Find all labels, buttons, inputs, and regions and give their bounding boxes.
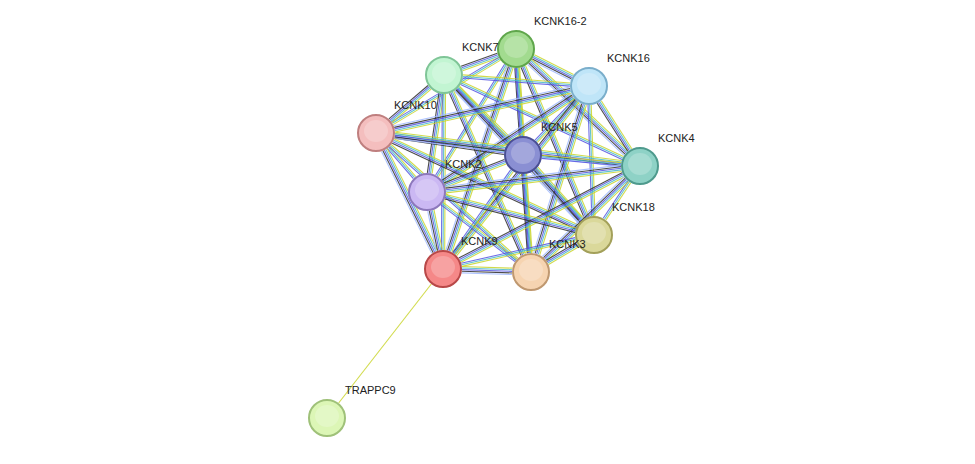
interaction-edge bbox=[542, 155, 621, 166]
node-highlight bbox=[577, 73, 601, 95]
node-highlight bbox=[315, 405, 339, 427]
protein-node: KCNK2 bbox=[408, 173, 446, 211]
node-label: KCNK2 bbox=[445, 158, 482, 170]
evidence-line bbox=[600, 102, 631, 150]
node-highlight bbox=[364, 120, 388, 142]
node-highlight bbox=[519, 259, 543, 281]
evidence-line bbox=[545, 179, 627, 259]
node-label: TRAPPC9 bbox=[345, 384, 396, 396]
evidence-line bbox=[462, 273, 512, 275]
evidence-line bbox=[389, 147, 516, 261]
protein-node: TRAPPC9 bbox=[308, 399, 346, 437]
evidence-line bbox=[605, 182, 630, 219]
node-label: KCNK3 bbox=[549, 238, 586, 250]
evidence-line bbox=[542, 158, 621, 165]
interaction-edge bbox=[428, 210, 443, 251]
evidence-line bbox=[442, 95, 572, 180]
evidence-line bbox=[390, 146, 517, 260]
node-highlight bbox=[431, 256, 455, 278]
evidence-line bbox=[601, 101, 632, 149]
evidence-line bbox=[445, 198, 575, 232]
evidence-line bbox=[446, 171, 621, 192]
protein-node: KCNK4 bbox=[621, 147, 659, 185]
interaction-edge bbox=[462, 266, 512, 274]
evidence-line bbox=[542, 177, 624, 257]
evidence-line bbox=[546, 180, 628, 260]
protein-node: KCNK10 bbox=[357, 114, 395, 152]
evidence-line bbox=[445, 199, 575, 233]
protein-node: KCNK5 bbox=[504, 136, 542, 174]
node-label: KCNK18 bbox=[612, 201, 655, 213]
evidence-line bbox=[461, 53, 497, 66]
evidence-line bbox=[599, 102, 630, 150]
node-label: KCNK7 bbox=[462, 41, 499, 53]
evidence-line bbox=[443, 202, 517, 259]
node-label: KCNK16 bbox=[607, 52, 650, 64]
evidence-line bbox=[542, 155, 621, 162]
node-highlight bbox=[432, 62, 456, 84]
evidence-line bbox=[532, 59, 571, 79]
node-highlight bbox=[415, 179, 439, 201]
evidence-line bbox=[463, 78, 570, 86]
protein-node: KCNK9 bbox=[424, 250, 462, 288]
protein-node: KCNK7 bbox=[425, 56, 463, 94]
protein-node: KCNK16-2 bbox=[497, 30, 535, 68]
interaction-edge bbox=[597, 101, 632, 152]
node-highlight bbox=[628, 153, 652, 175]
evidence-line bbox=[446, 194, 576, 228]
protein-node: KCNK16 bbox=[570, 67, 608, 105]
node-label: KCNK16-2 bbox=[534, 15, 587, 27]
protein-node: KCNK3 bbox=[512, 253, 550, 291]
interaction-edge bbox=[542, 177, 628, 261]
interaction-edge bbox=[445, 194, 576, 232]
node-label: KCNK9 bbox=[461, 235, 498, 247]
evidence-line bbox=[597, 103, 628, 151]
evidence-line bbox=[542, 157, 621, 164]
evidence-line bbox=[428, 211, 436, 251]
interaction-edge bbox=[522, 174, 532, 253]
evidence-line bbox=[588, 105, 592, 216]
node-highlight bbox=[504, 36, 528, 58]
evidence-line bbox=[544, 178, 626, 258]
evidence-line bbox=[339, 284, 432, 403]
evidence-line bbox=[463, 76, 570, 84]
evidence-line bbox=[429, 211, 437, 251]
evidence-line bbox=[446, 196, 576, 230]
interaction-edge bbox=[339, 284, 432, 403]
node-label: KCNK10 bbox=[394, 99, 437, 111]
interaction-edge bbox=[463, 75, 570, 86]
node-label: KCNK5 bbox=[541, 121, 578, 133]
node-highlight bbox=[511, 142, 535, 164]
node-label: KCNK4 bbox=[658, 132, 695, 144]
evidence-line bbox=[443, 96, 573, 181]
evidence-line bbox=[442, 204, 516, 261]
evidence-line bbox=[547, 182, 629, 262]
